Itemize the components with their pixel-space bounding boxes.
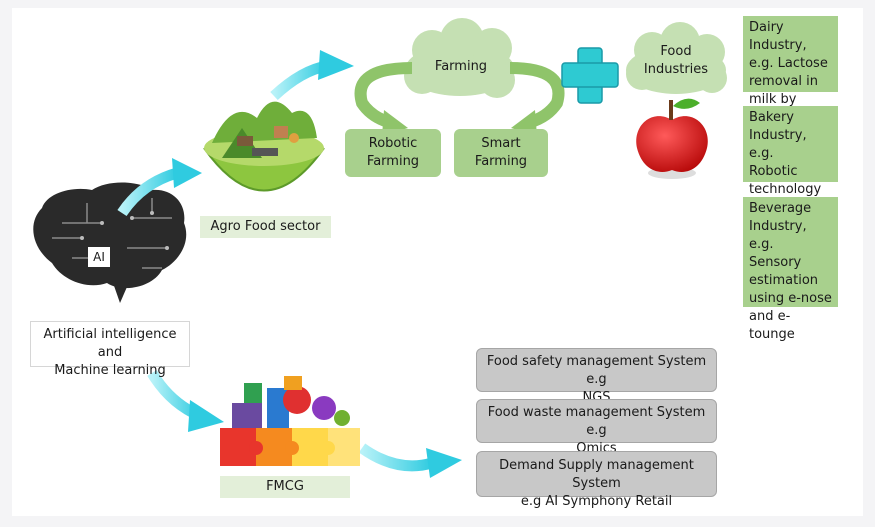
fmcg-label: FMCG [220,476,350,498]
ai-caption: Artificial intelligence and Machine lear… [30,321,190,378]
farming-cloud [404,18,515,98]
arrow-ai-to-agro [117,158,202,217]
arrow-fmcg-to-systems [358,443,462,478]
ai-label: AI [88,247,110,267]
plus-icon [561,47,619,104]
food-waste-system-box: Food waste management System e.g Omics [476,399,717,456]
agro-food-label: Agro Food sector [200,216,331,238]
food-safety-system-box: Food safety management System e.g NGS [476,348,717,405]
smart-farming-box: Smart Farming [454,129,548,177]
diagram-graphics [33,18,727,478]
robotic-farming-box: Robotic Farming [345,129,441,177]
dairy-industry-box: Dairy Industry, e.g. Lactose removal in … [743,16,838,125]
apple-icon [636,98,708,179]
ai-brain-icon [33,182,187,303]
fmcg-puzzle-icon [220,376,360,466]
bakery-industry-box: Bakery Industry, e.g. Robotic technology [743,106,838,197]
beverage-industry-box: Beverage Industry, e.g. Sensory estimati… [743,197,838,342]
arrow-agro-to-farming [270,50,354,101]
demand-supply-system-box: Demand Supply management System e.g AI S… [476,451,717,509]
arrow-ai-to-fmcg [147,370,224,432]
curved-arrow-to-smart [509,62,565,136]
diagram-canvas: AI Artificial intelligence and Machine l… [12,8,863,516]
food-industries-cloud-label: Food Industries [643,44,709,77]
food-industries-cloud [626,22,727,94]
agro-food-bowl-icon [203,101,325,192]
farming-cloud-label: Farming [434,59,488,74]
